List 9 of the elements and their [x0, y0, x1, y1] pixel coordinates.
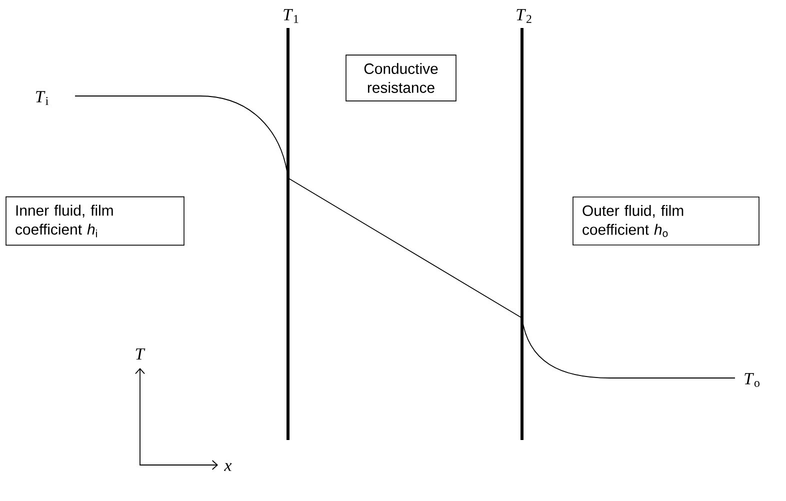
- wall-temperature-label: T$_{2}$: [516, 9, 532, 23]
- temperature-label: T$_{o}$: [744, 373, 760, 387]
- text-box: Conductive resistance: [346, 54, 456, 102]
- axis-label: x: [224, 463, 232, 471]
- axis-label: T: [136, 348, 146, 360]
- text-box: Outer fluid, film coefficient h$_{o}$: [572, 196, 760, 246]
- temperature-label: T$_{i}$: [36, 91, 48, 105]
- text-box: Inner fluid, film coefficient h$_{i}$: [6, 196, 184, 246]
- wall-temperature-label: T$_{1}$: [284, 9, 298, 23]
